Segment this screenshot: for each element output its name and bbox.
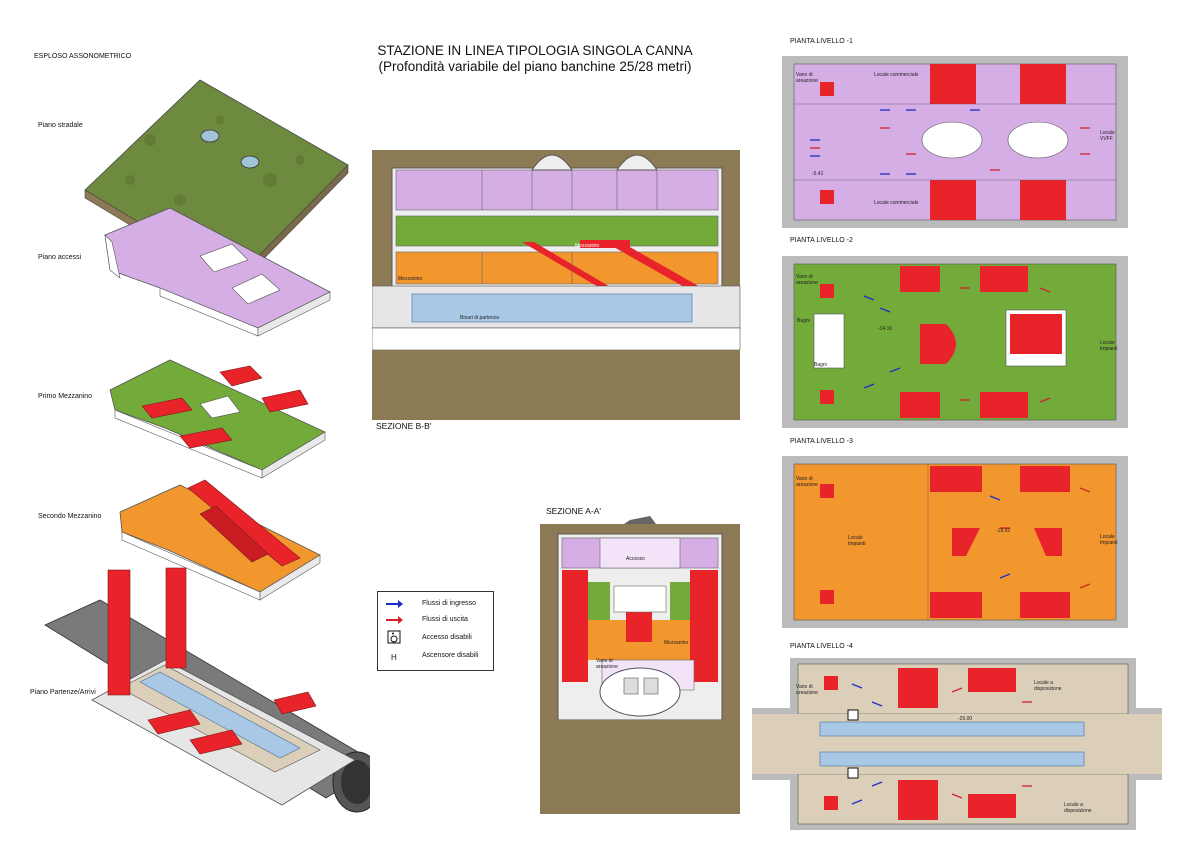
plan-3-room-impianti-b: Locale Impianti: [1100, 534, 1118, 546]
plan-2-drawing: [782, 256, 1128, 428]
title-line-1: STAZIONE IN LINEA TIPOLOGIA SINGOLA CANN…: [377, 43, 693, 58]
plan-3-level: -18.92: [996, 528, 1011, 534]
plan-4-room-disposizione-b: Locale a disposizione: [1064, 802, 1092, 814]
plan-2-level: -14.16: [878, 326, 893, 332]
axo-label-platform: Piano Partenze/Arrivi: [30, 689, 96, 696]
section-aa-label: SEZIONE A-A': [546, 506, 601, 516]
plan-4-drawing: [752, 658, 1162, 830]
elevator-h-icon: H: [391, 653, 397, 662]
plan-3-room-impianti: Locale Impianti: [848, 535, 866, 547]
aa-label-vano: Vano di areazione: [596, 658, 618, 670]
axonometric-heading: ESPLOSO ASSONOMETRICO: [34, 53, 132, 60]
page-title: STAZIONE IN LINEA TIPOLOGIA SINGOLA CANN…: [360, 43, 710, 75]
blue-arrow-icon: [386, 600, 403, 608]
legend: H Flussi di ingresso Flussi di uscita Ac…: [377, 591, 494, 671]
section-bb-drawing: [372, 150, 741, 420]
plan-1-label: PIANTA LIVELLO -1: [790, 38, 853, 45]
aa-label-accesso: Accesso: [626, 556, 645, 562]
bb-label-mezzanino-upper: Mezzanino: [575, 243, 600, 249]
axo-label-first-mezzanine: Primo Mezzanino: [38, 393, 93, 400]
plan-4-wheelchair-icon: [847, 709, 859, 779]
plan-1-room-commerciale-b: Locale commerciale: [874, 200, 919, 206]
legend-label-uscita: Flussi di uscita: [422, 616, 468, 623]
plan-1-room-commerciale: Locale commerciale: [874, 72, 919, 78]
plan-2-room-bagni-b: Bagni: [814, 362, 827, 368]
plan-3-drawing: [782, 456, 1128, 628]
aa-label-mezzanino: Mezzanino: [664, 640, 689, 646]
plan-1-room-vano: Vano di areazione: [796, 72, 818, 84]
plan-4-room-vano: Vano di areazione: [796, 684, 818, 696]
section-aa-drawing: [540, 516, 740, 814]
plan-2-label: PIANTA LIVELLO -2: [790, 237, 853, 244]
plan-4-label: PIANTA LIVELLO -4: [790, 643, 853, 650]
bb-label-binari: Binari di partenza: [460, 315, 499, 321]
axo-access-level: [104, 207, 331, 337]
plan-3-label: PIANTA LIVELLO -3: [790, 438, 853, 445]
axonometric-drawing: [44, 79, 370, 813]
axo-second-mezzanine: [119, 479, 321, 601]
legend-label-ascensore: Ascensore disabili: [422, 652, 479, 659]
axo-label-access: Piano accessi: [38, 254, 82, 261]
plan-3-room-vano: Vano di areazione: [796, 476, 818, 488]
legend-icons: H: [386, 600, 403, 662]
axo-label-second-mezzanine: Secondo Mezzanino: [38, 513, 102, 520]
bb-label-mezzanino-lower: Mezzanino: [398, 276, 423, 282]
title-line-2: (Profondità variabile del piano banchine…: [378, 59, 692, 74]
axo-platform-level: [44, 567, 370, 813]
plan-1-room-vvff: Locale VVFF: [1100, 130, 1115, 142]
plan-4-room-disposizione: Locale a disposizione: [1034, 680, 1062, 692]
plan-4-level: -25.00: [958, 716, 973, 722]
axo-first-mezzanine: [109, 359, 326, 479]
red-arrow-icon: [386, 616, 403, 624]
axo-label-street: Piano stradale: [38, 122, 83, 129]
plan-1-level: -5.41: [812, 171, 824, 177]
plan-2-room-impianti: Locale Impianti: [1100, 340, 1118, 352]
wheelchair-icon: [387, 630, 401, 644]
section-bb-label: SEZIONE B-B': [376, 421, 432, 431]
plan-2-room-bagni: Bagni: [797, 318, 810, 324]
plan-2-room-vano: Vano di areazione: [796, 274, 818, 286]
legend-label-ingresso: Flussi di ingresso: [422, 600, 477, 607]
legend-label-accesso: Accesso disabili: [422, 634, 472, 641]
plan-1-drawing: [782, 56, 1128, 228]
